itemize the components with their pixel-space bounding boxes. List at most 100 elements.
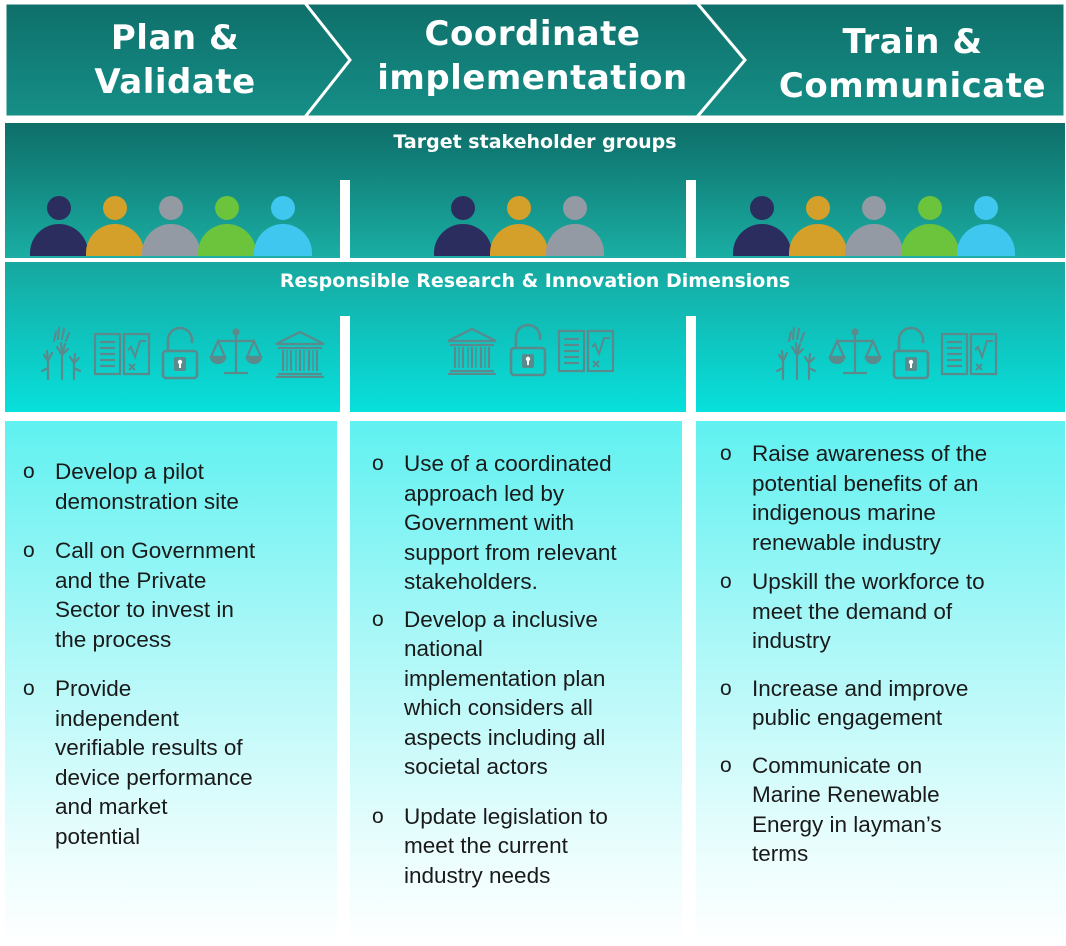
person-body [845,224,903,256]
action-item-line: potential benefits of an [752,470,979,496]
open-access-icon [508,322,548,378]
action-item-line: Marine Renewable [752,782,940,807]
stakeholder-band-title: Target stakeholder groups [393,131,677,153]
column-divider [686,316,696,412]
action-card-train: o Raise awareness of the potential benefit… [696,421,1065,946]
column-divider [340,180,350,258]
action-item-line: Update legislation to [404,803,608,829]
person-head [103,196,127,220]
action-item-line: demonstration site [55,488,239,514]
person-body [142,224,200,256]
rri-icons-train [775,325,999,381]
person-body [546,224,604,256]
action-item: o Update legislation to meet the current in… [372,802,682,891]
person-icon [789,196,847,258]
action-item-line: implementation plan [404,665,606,691]
person-head [918,196,942,220]
science-education-icon [556,325,616,375]
person-icon [957,196,1015,258]
person-body [198,224,256,256]
action-item-line: indigenous marine [752,500,936,525]
action-item-line: Upskill the workforce to [752,569,985,594]
rri-band-title: Responsible Research & Innovation Dimens… [279,270,791,292]
person-icon [142,196,200,258]
phase-chevron-train [693,1,1066,119]
person-body [490,224,548,256]
bullet-marker: o [23,539,35,562]
bullet-marker: o [372,804,384,828]
action-item-line: potential [55,823,141,849]
action-item-line: industry [752,628,831,653]
action-item-line: device performance [55,764,253,790]
action-item-line: which considers all [404,695,593,720]
person-head [806,196,830,220]
column-divider [340,316,350,412]
action-item-line: and the Private [55,567,207,593]
action-item-line: approach led by [404,480,565,506]
action-item-line: Develop a pilot [55,459,204,484]
governance-icon [444,325,500,375]
action-item-line: stakeholders. [404,569,538,594]
action-item-line: terms [752,841,809,866]
action-item: o Raise awareness of the potential benefit… [720,439,1065,557]
action-item-line: Communicate on [752,752,923,778]
bullet-marker: o [23,677,35,700]
action-item-line: Raise awareness of the [752,441,988,466]
person-head [451,196,475,220]
science-education-icon [92,328,152,378]
public-engagement-icon [40,325,84,381]
bullet-marker: o [720,676,732,700]
person-icon [733,196,791,258]
action-item-line: the process [55,626,172,652]
person-icon [901,196,959,258]
person-body [733,224,791,256]
action-item-line: meet the demand of [752,598,953,624]
stakeholder-group-train [733,196,1015,258]
action-item-line: Increase and improve [752,675,969,701]
phase-label-line2: implementation [377,58,688,98]
action-item-line: and market [55,794,168,819]
person-body [86,224,144,256]
person-body [434,224,492,256]
person-body [957,224,1015,256]
bullet-marker: o [720,442,732,465]
action-item-line: Use of a coordinated [404,451,612,476]
person-head [750,196,774,220]
action-item-line: meet the current [404,833,568,858]
person-icon [198,196,256,258]
action-item-line: public engagement [752,705,943,730]
bullet-marker: o [23,460,35,483]
phase-label-line2: Communicate [778,66,1047,106]
phase-label-coordinate: Coordinate implementation [360,0,705,116]
person-body [901,224,959,256]
bullet-marker: o [372,452,384,475]
person-body [30,224,88,256]
person-head [159,196,183,220]
bullet-marker: o [720,753,732,777]
person-head [507,196,531,220]
action-item-line: societal actors [404,754,548,779]
phase-chevrons [3,1,1066,119]
phase-label-line1: Coordinate [424,14,641,54]
action-item: o Upskill the workforce to meet the demand… [720,567,1065,656]
person-icon [434,196,492,258]
phase-label-plan: Plan & Validate [40,0,310,120]
column-divider [686,180,696,258]
bullet-marker: o [720,570,732,593]
public-engagement-icon [775,325,819,381]
action-item: o Increase and improve public engagement [720,674,1065,733]
rri-band [5,262,1065,412]
action-item-line: Energy in layman’s [752,811,942,837]
phase-label-line1: Plan & [110,18,240,58]
action-item-line: aspects including all [404,724,606,750]
action-item-line: industry needs [404,862,551,888]
action-item-line: Develop a inclusive [404,606,598,632]
action-item-line: support from relevant [404,539,617,565]
action-item-line: Call on Government [55,538,256,563]
